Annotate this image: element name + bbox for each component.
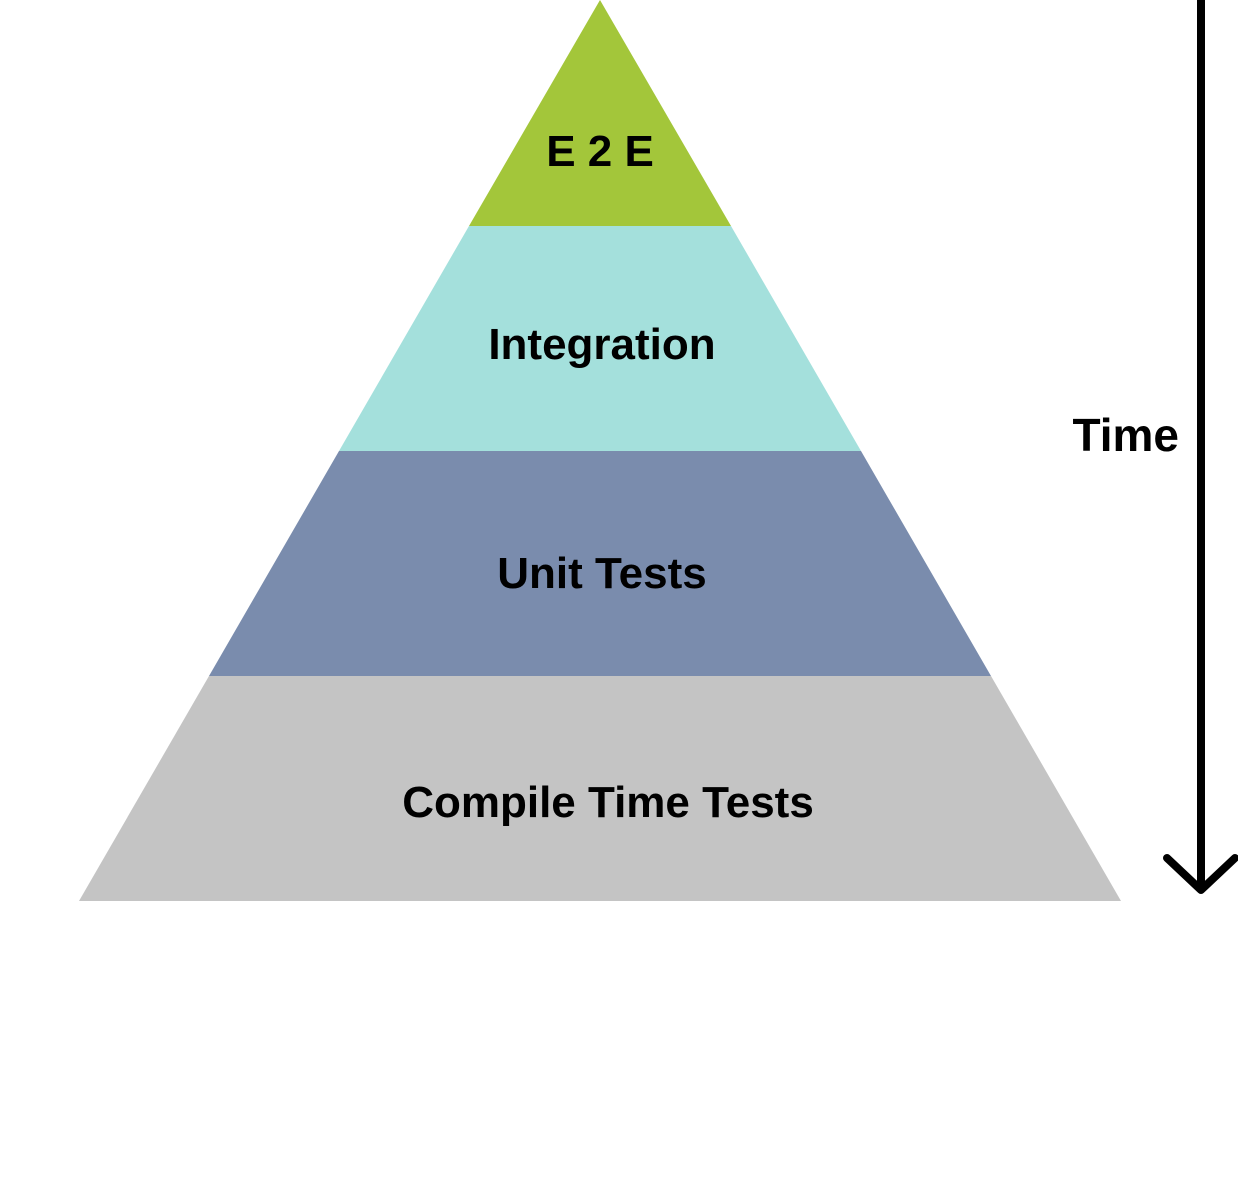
pyramid-layer-compile-time-tests xyxy=(79,676,1121,901)
arrow-down-icon xyxy=(1163,854,1238,894)
pyramid-layer-e2e xyxy=(469,0,731,226)
pyramid-layer-integration-label: Integration xyxy=(488,320,715,369)
pyramid-layer-unit-tests-label: Unit Tests xyxy=(497,549,706,598)
time-axis-arrow xyxy=(1163,0,1238,894)
pyramid-layer-e2e-label: E 2 E xyxy=(546,127,654,176)
pyramid-layer-integration xyxy=(339,226,861,451)
pyramid-layer-unit-tests xyxy=(209,451,991,676)
time-axis-label: Time xyxy=(1072,409,1179,461)
pyramid-layer-compile-time-tests-label: Compile Time Tests xyxy=(402,778,814,827)
